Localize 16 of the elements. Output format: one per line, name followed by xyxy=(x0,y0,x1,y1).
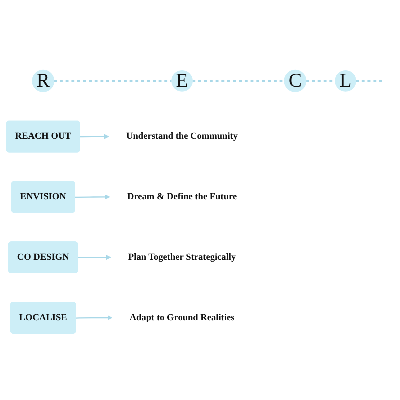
node-text: Plan Together Strategically xyxy=(128,252,236,262)
arrow xyxy=(76,315,113,321)
arrow xyxy=(75,194,110,200)
node-text: Understand the Community xyxy=(126,132,238,142)
arrow xyxy=(78,255,112,260)
node-circle: R xyxy=(32,70,55,92)
node-text: Dream & Define the Future xyxy=(127,192,238,202)
node-circle: C xyxy=(284,70,307,92)
connector xyxy=(54,80,172,82)
connector xyxy=(356,80,386,82)
node-circle: L xyxy=(335,70,356,92)
connector xyxy=(306,80,336,82)
arrow xyxy=(80,134,110,140)
connector xyxy=(192,80,284,82)
node-circle: E xyxy=(172,70,193,92)
node-text: Adapt to Ground Realities xyxy=(130,312,235,323)
